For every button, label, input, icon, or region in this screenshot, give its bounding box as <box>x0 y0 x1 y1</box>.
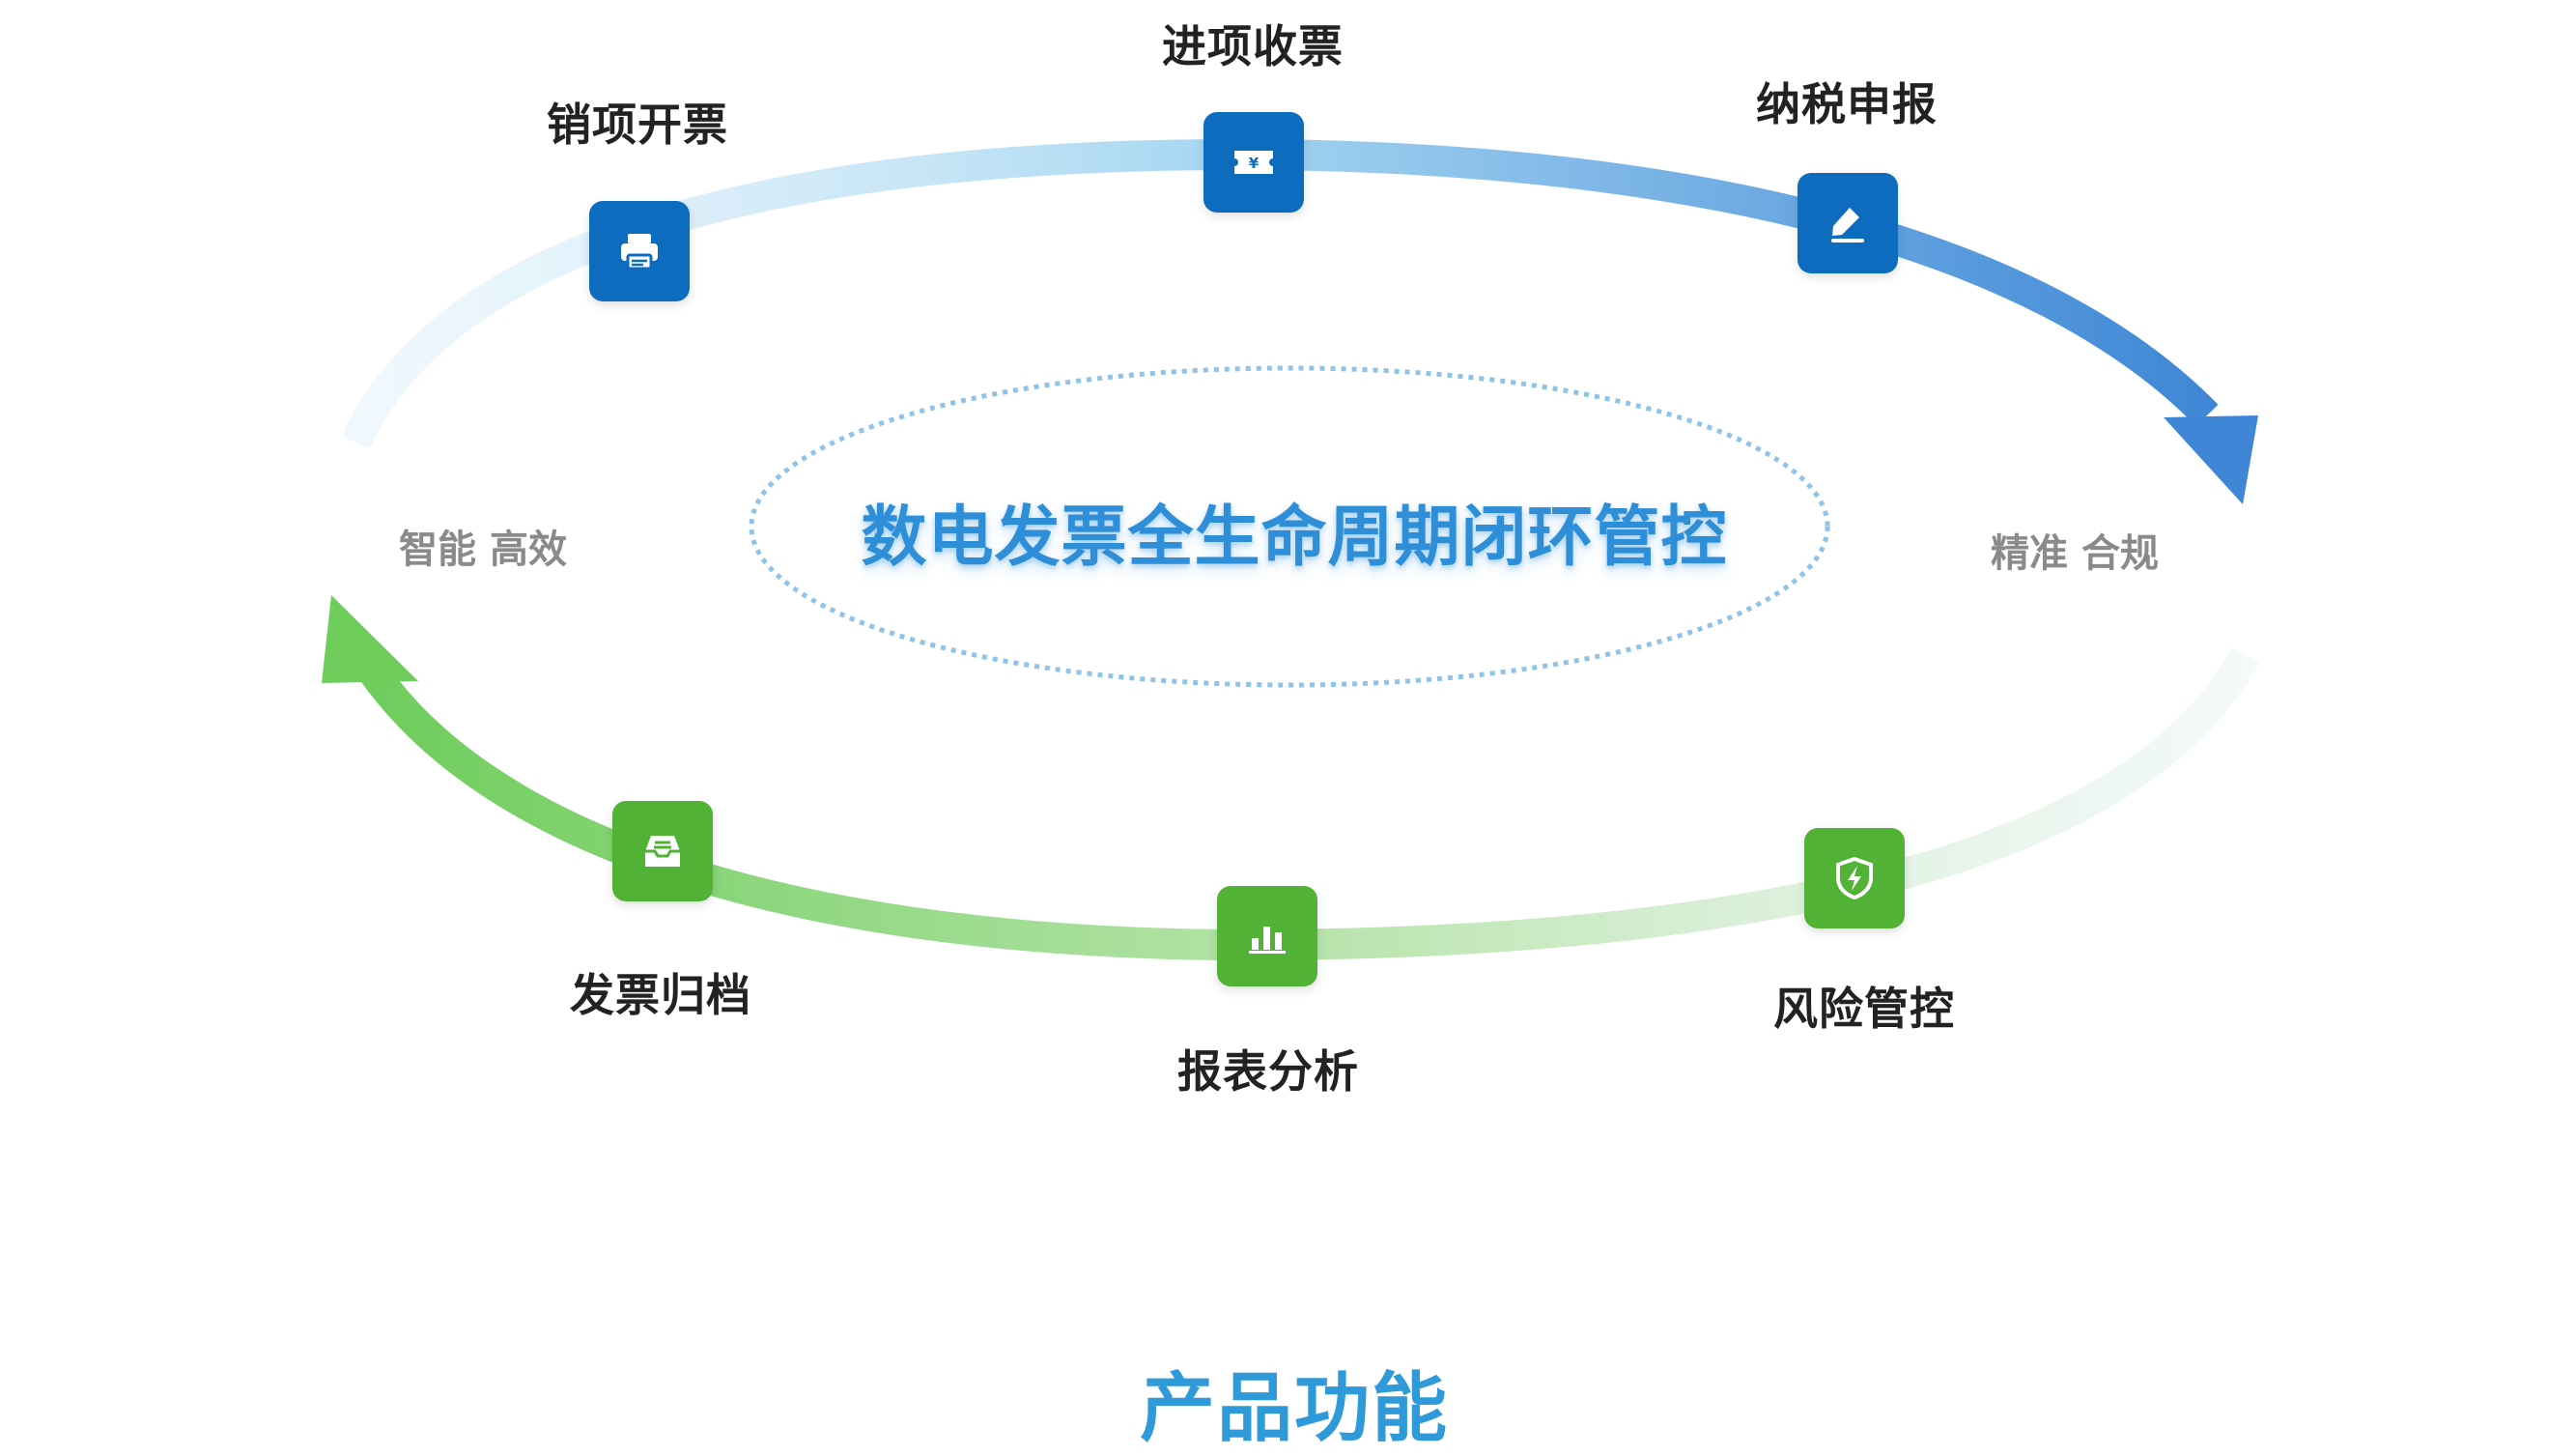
risk-control-node[interactable] <box>1804 828 1905 928</box>
purchase-invoice-node[interactable]: ¥ <box>1203 112 1304 213</box>
node-label-report-analysis: 报表分析 <box>1177 1045 1359 1098</box>
ticket-icon: ¥ <box>1234 151 1273 174</box>
center-title: 数电发票全生命周期闭环管控 <box>861 500 1728 576</box>
upper-arrowhead <box>2164 415 2258 504</box>
node-label-sales-invoice: 销项开票 <box>547 99 728 151</box>
report-analysis-node[interactable] <box>1217 886 1317 986</box>
node-label-tax-filing: 纳税申报 <box>1756 78 1938 130</box>
center-dotted-ellipse <box>749 365 1830 688</box>
bar-chart-icon <box>1249 927 1286 954</box>
lower-arrowhead <box>322 595 418 683</box>
sales-invoice-node[interactable] <box>589 201 690 301</box>
node-label-purchase-invoice: 进项收票 <box>1162 20 1344 72</box>
node-label-risk-control: 风险管控 <box>1773 983 1955 1035</box>
invoice-archive-node[interactable] <box>612 801 713 901</box>
footer-title: 产品功能 <box>1139 1365 1450 1452</box>
svg-text:¥: ¥ <box>1249 155 1260 172</box>
side-label-left: 智能 高效 <box>399 528 567 572</box>
pencil-edit-icon <box>1831 208 1864 243</box>
printer-icon <box>621 234 658 271</box>
side-label-right: 精准 合规 <box>1991 531 2159 576</box>
shield-bolt-icon <box>1836 856 1873 900</box>
tax-filing-node[interactable] <box>1798 173 1898 273</box>
node-label-invoice-archive: 发票归档 <box>570 969 751 1021</box>
inbox-tray-icon <box>645 836 680 867</box>
